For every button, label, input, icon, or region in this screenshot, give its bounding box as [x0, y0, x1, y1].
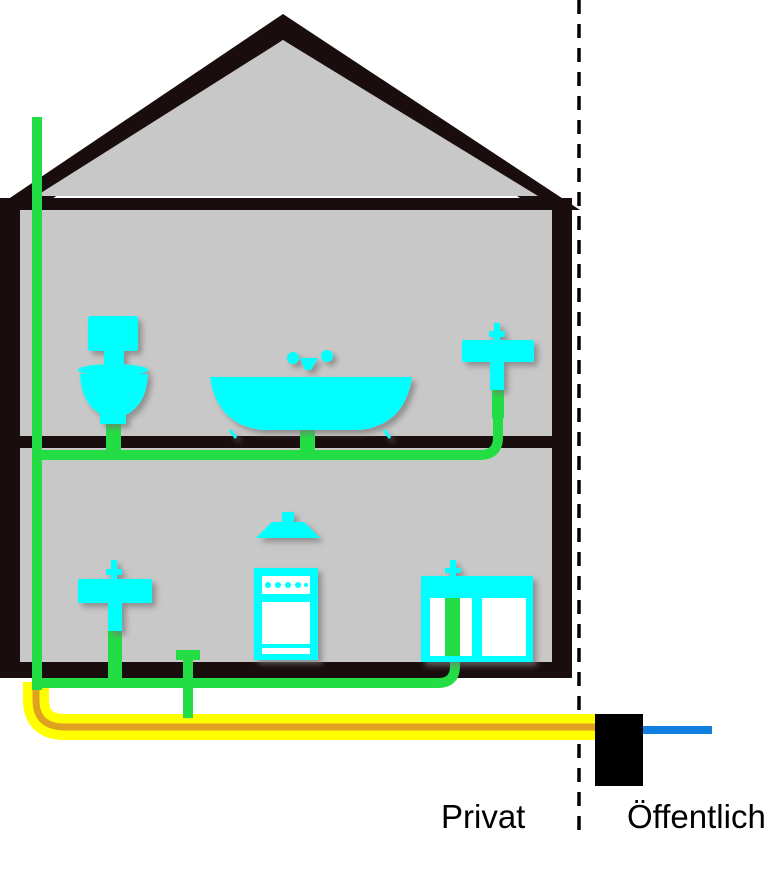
- toilet-drain: [106, 422, 121, 452]
- stove-icon: [254, 568, 318, 660]
- ground-basin-trap: [108, 630, 122, 678]
- bathtub-icon: [210, 350, 412, 439]
- sewer-connection-pipe: [23, 682, 598, 740]
- upper-basin-trap: [492, 388, 504, 418]
- range-hood-icon: [256, 512, 320, 538]
- public-label: Öffentlich: [627, 798, 766, 835]
- roof: [0, 14, 580, 210]
- toilet-icon: [78, 316, 148, 424]
- kitchen-sink-icon: [421, 560, 533, 662]
- wash-basin-icon: [78, 560, 152, 631]
- private-label: Privat: [441, 798, 526, 835]
- inspection-chamber: [595, 714, 643, 786]
- wash-basin-icon: [462, 323, 534, 390]
